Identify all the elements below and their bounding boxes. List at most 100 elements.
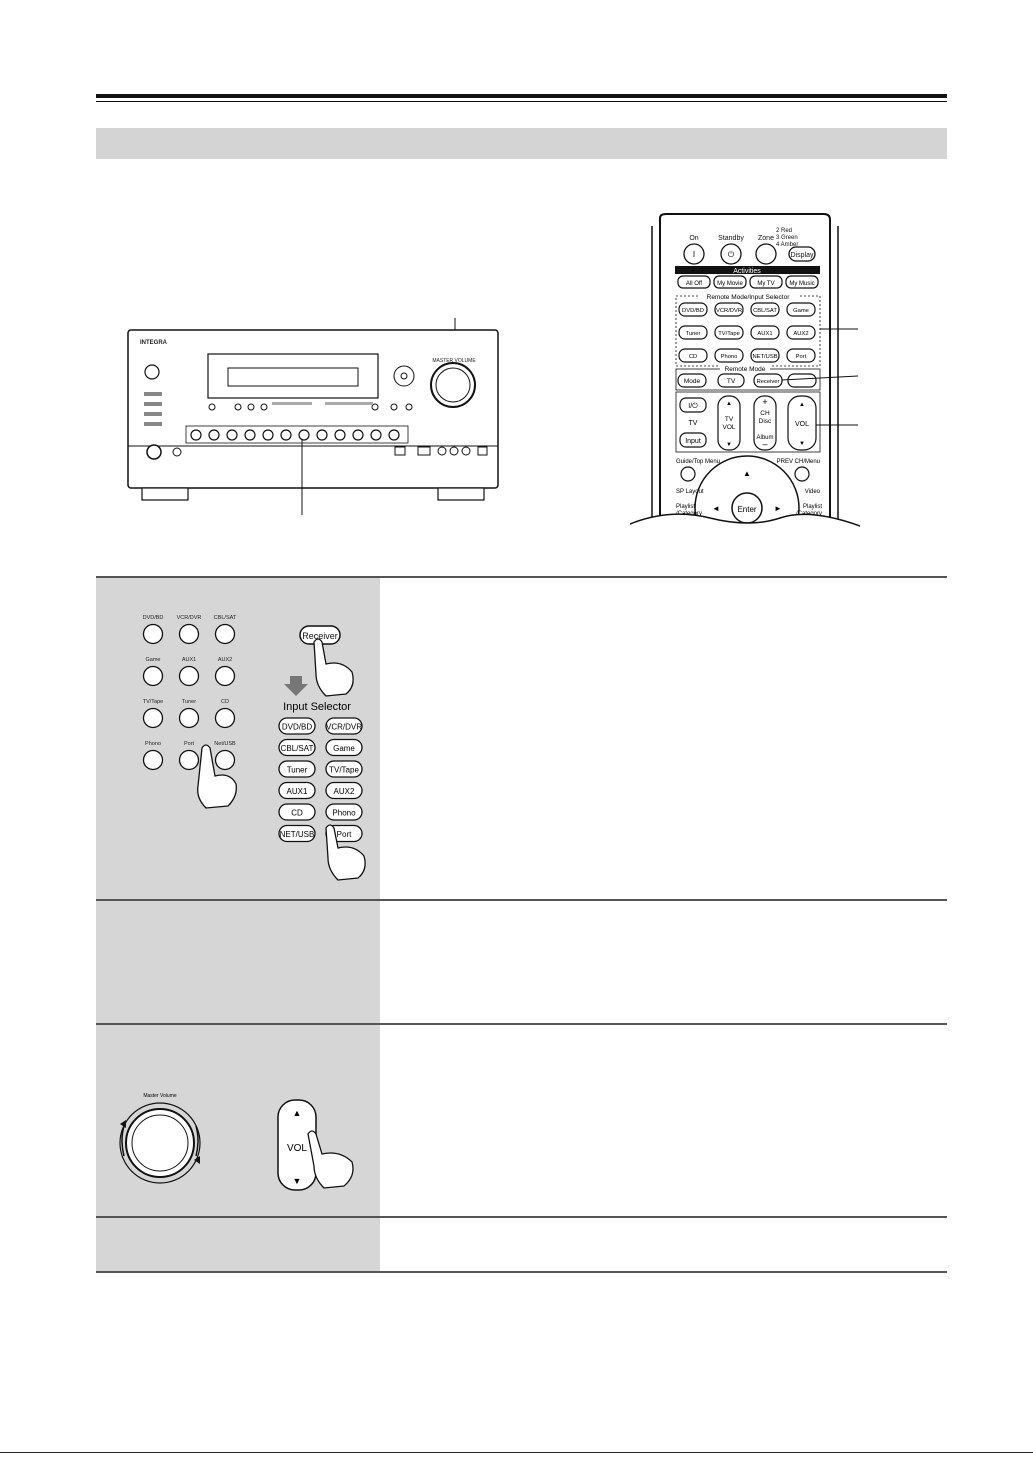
footer-rule <box>0 1452 1033 1453</box>
remote-standby-label: Standby <box>718 235 744 242</box>
svg-text:▼: ▼ <box>726 442 732 448</box>
panel-input-button <box>178 623 200 645</box>
svg-text:Enter: Enter <box>737 505 756 514</box>
panel-input-button <box>142 707 164 729</box>
input-selector-button-label: NET/USB <box>280 830 315 839</box>
panel-button-label: Port <box>184 741 195 747</box>
panel-button-label: CBL/SAT <box>214 615 237 621</box>
svg-text:Display: Display <box>791 252 814 259</box>
svg-text:SP Layout: SP Layout <box>676 489 704 495</box>
panel-input-button <box>214 665 236 687</box>
selector-button <box>786 302 816 317</box>
panel-input-button <box>178 665 200 687</box>
remote-zone-label: Zone <box>758 235 774 242</box>
table-rule <box>96 1271 947 1273</box>
svg-text:▲: ▲ <box>293 1108 302 1118</box>
input-selector-button-label: AUX2 <box>334 787 355 796</box>
receiver-front-panel-illustration: INTEGRA MASTER VOLUME <box>127 318 499 515</box>
svg-text:⏻: ⏻ <box>728 250 735 259</box>
input-selector-button <box>278 760 316 778</box>
svg-text:◄: ◄ <box>712 504 720 513</box>
svg-text:TV: TV <box>725 416 734 423</box>
pointing-finger-icon <box>325 824 366 881</box>
panel-input-button <box>214 749 236 771</box>
selector-button <box>714 325 744 340</box>
svg-text:Receiver: Receiver <box>757 379 780 385</box>
selector-button <box>750 325 780 340</box>
input-selector-button-label: CBL/SAT <box>281 744 314 753</box>
svg-text:Album: Album <box>756 435 773 441</box>
panel-button-label: DVD/BD <box>143 615 164 621</box>
svg-text:▲: ▲ <box>799 402 805 408</box>
selector-button-label: CBL/SAT <box>753 308 777 314</box>
input-selector-button <box>278 781 316 800</box>
svg-text:All Off: All Off <box>686 281 703 287</box>
svg-text:–: – <box>762 439 767 449</box>
svg-text:Playlist: Playlist <box>803 504 822 510</box>
panel-input-button <box>214 707 236 729</box>
input-selector-button-label: TV/Tape <box>329 766 359 775</box>
pointing-finger-icon <box>307 1130 354 1189</box>
input-selector-button <box>278 738 316 757</box>
input-selector-button-label: CD <box>291 809 303 818</box>
svg-text:My Movie: My Movie <box>717 281 743 287</box>
input-selector-button-label: Phono <box>332 809 356 818</box>
receiver-button-label: Receiver <box>302 631 338 641</box>
panel-input-button <box>214 623 236 645</box>
selector-button <box>750 302 780 317</box>
svg-text:Input: Input <box>685 438 701 445</box>
section-heading-bar <box>96 128 947 159</box>
table-rule <box>96 576 947 578</box>
svg-text:Video: Video <box>805 489 821 495</box>
input-selector-button <box>325 760 363 778</box>
activities-title: Activities <box>733 268 761 275</box>
svg-text:▲: ▲ <box>743 469 751 478</box>
master-volume-label: Master Volume <box>143 1093 177 1099</box>
pointing-finger-icon <box>313 638 354 697</box>
input-selector-button-label: Tuner <box>287 766 308 775</box>
zone-color-3: 3 Green <box>776 235 798 241</box>
panel-button-label: Phono <box>145 741 161 747</box>
panel-button-label: TV/Tape <box>143 699 163 705</box>
panel-button-label: Tuner <box>182 699 196 705</box>
panel-button-label: VCR/DVR <box>177 615 202 621</box>
selector-button-label: VCR/DVR <box>716 308 742 314</box>
panel-button-label: Game <box>146 657 161 663</box>
input-selector-button <box>325 781 363 800</box>
remote-control-illustration: On I Standby ⏻ Zone 2 Red 3 Green 4 Ambe… <box>629 212 861 561</box>
selector-title: Remote Mode/Input Selector <box>707 294 791 301</box>
input-selector-button-label: DVD/BD <box>282 723 312 732</box>
selector-button-label: AUX1 <box>757 331 772 337</box>
svg-text:VOL: VOL <box>795 421 809 428</box>
remote-on-label: On <box>689 235 698 242</box>
svg-text:►: ► <box>774 504 782 513</box>
standby-button <box>720 243 742 265</box>
svg-text:TV: TV <box>727 378 736 385</box>
svg-text:▼: ▼ <box>293 1176 302 1186</box>
svg-text:PREV CH/Menu: PREV CH/Menu <box>777 459 820 465</box>
svg-text:Mode: Mode <box>684 378 701 385</box>
step3-master-volume-knob: Master Volume <box>119 1093 201 1184</box>
svg-text:TV: TV <box>689 420 698 427</box>
panel-input-button <box>178 749 200 771</box>
selector-button-label: Port <box>796 354 807 360</box>
selector-button <box>678 325 708 340</box>
selector-button-label: AUX2 <box>793 331 808 337</box>
selector-button <box>750 348 780 363</box>
table-rule <box>96 899 947 901</box>
pointing-finger-icon <box>197 744 237 809</box>
svg-text:My TV: My TV <box>757 281 774 287</box>
input-selector-button <box>278 824 316 843</box>
input-selector-button <box>278 717 316 735</box>
remote-mode-title: Remote Mode <box>725 366 766 373</box>
input-selector-button <box>278 803 316 821</box>
selector-button <box>786 348 816 363</box>
header-rule <box>96 94 947 98</box>
panel-input-button <box>142 749 164 771</box>
selector-button <box>678 302 708 317</box>
zone-color-2: 2 Red <box>776 228 792 234</box>
selector-button-label: Game <box>793 308 809 314</box>
table-rule <box>96 1216 947 1218</box>
svg-text:Playlist: Playlist <box>676 504 695 510</box>
